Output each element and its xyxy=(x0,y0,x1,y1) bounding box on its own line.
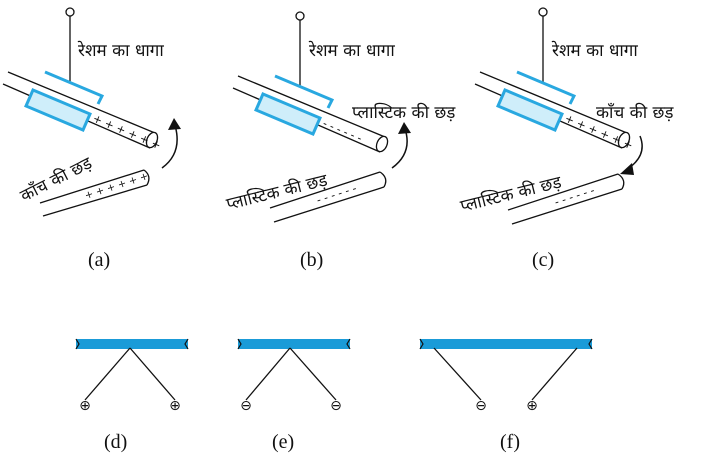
panel-d: ⊕ ⊕ (d) xyxy=(75,338,189,453)
suspension-hook xyxy=(538,7,548,17)
caption-f: (f) xyxy=(500,431,520,453)
bar-ends xyxy=(419,338,593,350)
right-thread xyxy=(289,347,337,401)
rod-holder xyxy=(254,92,322,136)
right-ball-charge: ⊕ xyxy=(169,398,181,414)
panel-b: रेशम का धागा - - - - - - प्लास्टिक की छड… xyxy=(224,11,456,271)
hung-rod-label: काँच की छड़ xyxy=(596,102,674,123)
held-glass-rod xyxy=(39,169,150,217)
suspension-hook xyxy=(65,7,75,17)
left-thread xyxy=(84,347,131,401)
right-thread xyxy=(129,347,176,401)
support-bar xyxy=(76,339,188,349)
left-ball-charge: ⊖ xyxy=(475,398,487,414)
hung-plastic-rod xyxy=(232,75,389,153)
rod-holder xyxy=(496,88,564,132)
left-thread xyxy=(433,347,482,401)
left-ball-charge: ⊖ xyxy=(240,398,252,414)
hung-rod-label: प्लास्टिक की छड़ xyxy=(352,102,456,123)
right-thread xyxy=(531,347,578,401)
caption-d: (d) xyxy=(104,431,127,453)
panel-a: रेशम का धागा + + + + + + + + + + + + काँ… xyxy=(2,7,181,271)
caption-b: (b) xyxy=(300,249,323,271)
holder-top xyxy=(516,70,577,105)
held-plastic-rod xyxy=(269,171,387,223)
support-bar xyxy=(238,339,350,349)
thread-label: रेशम का धागा xyxy=(308,40,396,61)
caption-e: (e) xyxy=(272,431,294,453)
held-plastic-rod xyxy=(507,173,625,225)
holder-top xyxy=(44,70,105,105)
right-ball-charge: ⊖ xyxy=(330,398,342,414)
right-ball-charge: ⊕ xyxy=(526,398,538,414)
holder-top xyxy=(274,74,335,109)
left-ball-charge: ⊕ xyxy=(79,398,91,414)
panel-e: ⊖ ⊖ (e) xyxy=(237,338,351,453)
thread-label: रेशम का धागा xyxy=(77,40,165,61)
bar-ends xyxy=(75,338,189,350)
thread-label: रेशम का धागा xyxy=(551,40,639,61)
panel-f: ⊖ ⊕ (f) xyxy=(419,338,593,453)
arrow-head xyxy=(398,122,411,134)
held-rod-label: प्लास्टिक की छड़ xyxy=(224,169,330,215)
support-bar xyxy=(420,339,592,349)
bar-ends xyxy=(237,338,351,350)
caption-a: (a) xyxy=(88,249,110,271)
arrow-head xyxy=(620,163,634,175)
left-thread xyxy=(245,347,291,401)
rod-holder xyxy=(24,88,92,132)
held-rod-label: प्लास्टिक की छड़ xyxy=(458,171,564,217)
suspension-hook xyxy=(295,11,305,21)
arrow-head xyxy=(168,118,181,130)
panel-c: रेशम का धागा + + + + + + काँच की छड़ - -… xyxy=(458,7,674,271)
caption-c: (c) xyxy=(532,249,554,271)
